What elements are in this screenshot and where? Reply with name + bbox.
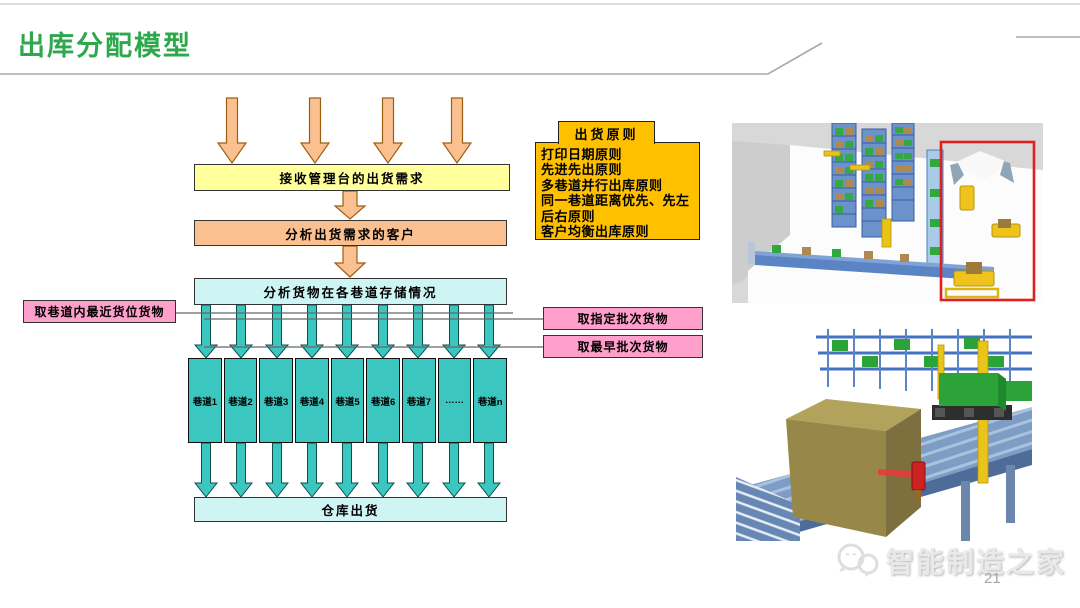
watermark: 智能制造之家 21 bbox=[836, 541, 1076, 601]
lane-columns: 巷道1 巷道2 巷道3 巷道4 巷道5 巷道6 巷道7 bbox=[188, 358, 508, 443]
lane-out-arrows bbox=[193, 442, 502, 498]
shipping-principle-item: 客户均衡出库原则 bbox=[541, 224, 650, 240]
earliest-batch-label: 取最早批次货物 bbox=[577, 340, 669, 354]
lane-column: 巷道1 bbox=[188, 358, 222, 443]
lane-label: …… bbox=[445, 395, 465, 406]
specified-batch-label: 取指定批次货物 bbox=[577, 312, 669, 326]
shipping-principle-item: 先进先出原则 bbox=[541, 162, 623, 178]
flowchart-arrows bbox=[176, 97, 543, 498]
note-connector-lines bbox=[176, 312, 543, 348]
process-arrows bbox=[333, 190, 367, 278]
lane-label: 巷道n bbox=[477, 396, 503, 408]
analyze-storage-label: 分析货物在各巷道存储情况 bbox=[263, 286, 438, 300]
lane-column: 巷道7 bbox=[402, 358, 436, 443]
lane-label: 巷道3 bbox=[264, 396, 289, 408]
conveyor-closeup-image bbox=[736, 329, 1032, 541]
shipping-principles-list: 打印日期原则 先进先出原则 多巷道并行出库原则 同一巷道距离优先、先左后右原则 … bbox=[535, 142, 700, 240]
receive-demand-box: 接收管理台的出货需求 bbox=[194, 164, 510, 191]
lane-column: 巷道3 bbox=[259, 358, 294, 443]
highlight-zone bbox=[944, 151, 1021, 299]
shipping-principle-item: 打印日期原则 bbox=[541, 147, 623, 162]
warehouse-overview-image bbox=[732, 123, 1043, 303]
lane-column: …… bbox=[437, 358, 472, 443]
lane-column: 巷道4 bbox=[295, 358, 329, 443]
receive-demand-label: 接收管理台的出货需求 bbox=[279, 172, 425, 186]
lane-column: 巷道5 bbox=[330, 358, 365, 443]
stacker-cranes bbox=[823, 150, 892, 248]
shipping-principle-item: 同一巷道距离优先、先左后右原则 bbox=[541, 193, 690, 224]
shipping-principles-title: 出货原则 bbox=[558, 121, 655, 144]
red-highlight-rectangle bbox=[939, 140, 1036, 302]
earliest-batch-note: 取最早批次货物 bbox=[543, 335, 703, 358]
analyze-storage-box: 分析货物在各巷道存储情况 bbox=[194, 278, 507, 305]
lane-label: 巷道5 bbox=[335, 396, 360, 408]
input-arrows bbox=[216, 97, 473, 165]
sensor-device bbox=[878, 461, 926, 500]
shipping-principles-box: 出货原则 打印日期原则 先进先出原则 多巷道并行出库原则 同一巷道距离优先、先左… bbox=[535, 121, 700, 240]
lane-column: 巷道6 bbox=[366, 358, 401, 443]
nearest-location-note: 取巷道内最近货位货物 bbox=[23, 300, 176, 323]
analyze-customer-box: 分析出货需求的客户 bbox=[194, 220, 507, 246]
slide-top-edge bbox=[0, 3, 1080, 5]
warehouse-outbound-box: 仓库出货 bbox=[194, 497, 507, 522]
horizontal-conveyor bbox=[748, 241, 994, 281]
large-carton-box bbox=[786, 399, 921, 537]
lane-label: 巷道4 bbox=[299, 396, 324, 408]
lane-label: 巷道2 bbox=[228, 396, 253, 408]
page-title: 出库分配模型 bbox=[18, 31, 192, 61]
warehouse-outbound-label: 仓库出货 bbox=[321, 504, 380, 518]
specified-batch-note: 取指定批次货物 bbox=[543, 307, 703, 330]
lane-label: 巷道6 bbox=[371, 396, 396, 408]
page-number: 21 bbox=[984, 570, 1001, 587]
lane-column: 巷道n bbox=[473, 358, 508, 443]
lane-label: 巷道1 bbox=[192, 396, 217, 408]
wechat-chat-bubbles-icon bbox=[837, 543, 879, 577]
storage-racks bbox=[831, 123, 915, 238]
background-racks bbox=[816, 329, 1032, 401]
left-conveyor bbox=[736, 477, 800, 541]
analyze-customer-label: 分析出货需求的客户 bbox=[285, 227, 416, 242]
nearest-location-label: 取巷道内最近货位货物 bbox=[34, 305, 165, 319]
watermark-text: 智能制造之家 bbox=[886, 547, 1067, 578]
pallet-with-green-box bbox=[932, 373, 1012, 420]
lane-column: 巷道2 bbox=[223, 358, 258, 443]
lane-label: 巷道7 bbox=[406, 396, 432, 408]
header-divider-line bbox=[0, 36, 1080, 75]
lane-in-arrows bbox=[193, 304, 502, 359]
vertical-conveyor-boxes bbox=[930, 159, 940, 255]
shipping-principle-item: 多巷道并行出库原则 bbox=[541, 177, 663, 193]
